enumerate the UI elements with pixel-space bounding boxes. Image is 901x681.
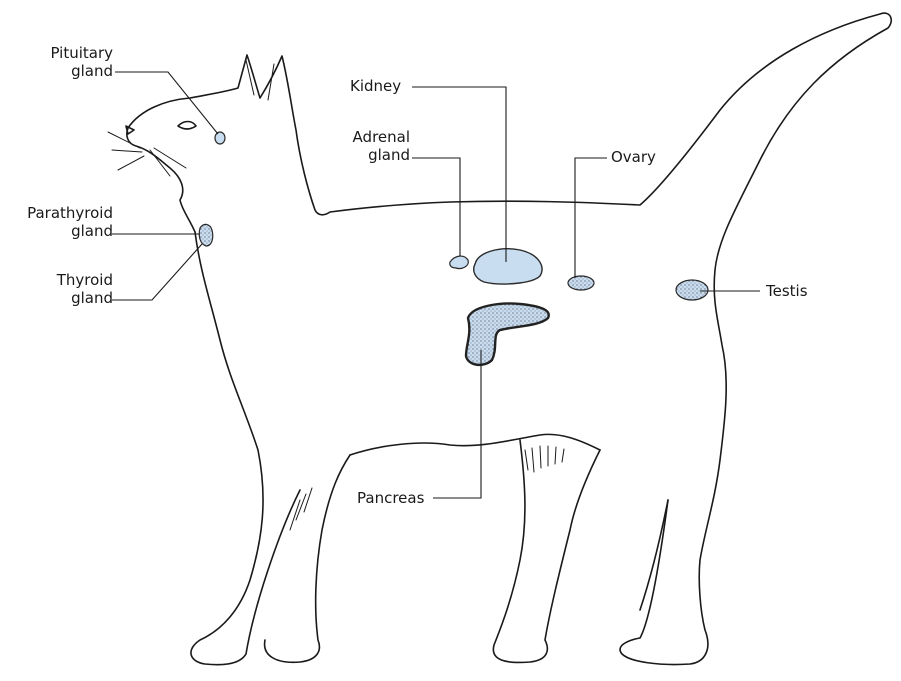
testis-shape xyxy=(676,280,708,300)
thyroid-leader xyxy=(112,244,202,300)
pancreas-leader xyxy=(433,350,481,498)
pituitary-shape xyxy=(215,132,225,144)
leader-lines xyxy=(112,72,760,498)
ovary-leader xyxy=(575,158,607,278)
ovary-shape xyxy=(568,276,594,290)
kidney-shape xyxy=(474,249,542,284)
adrenal-leader xyxy=(412,158,460,256)
kidney-leader xyxy=(412,87,506,262)
cat-outline xyxy=(108,13,891,665)
glands xyxy=(199,132,708,365)
parathyroid-thyroid-shape xyxy=(199,224,213,246)
pancreas-label: Pancreas xyxy=(357,489,424,507)
testis-label: Testis xyxy=(766,282,808,300)
pancreas-shape xyxy=(466,304,549,365)
kidney-label: Kidney xyxy=(350,77,401,95)
ovary-label: Ovary xyxy=(611,148,656,166)
adrenal-shape xyxy=(450,256,469,268)
